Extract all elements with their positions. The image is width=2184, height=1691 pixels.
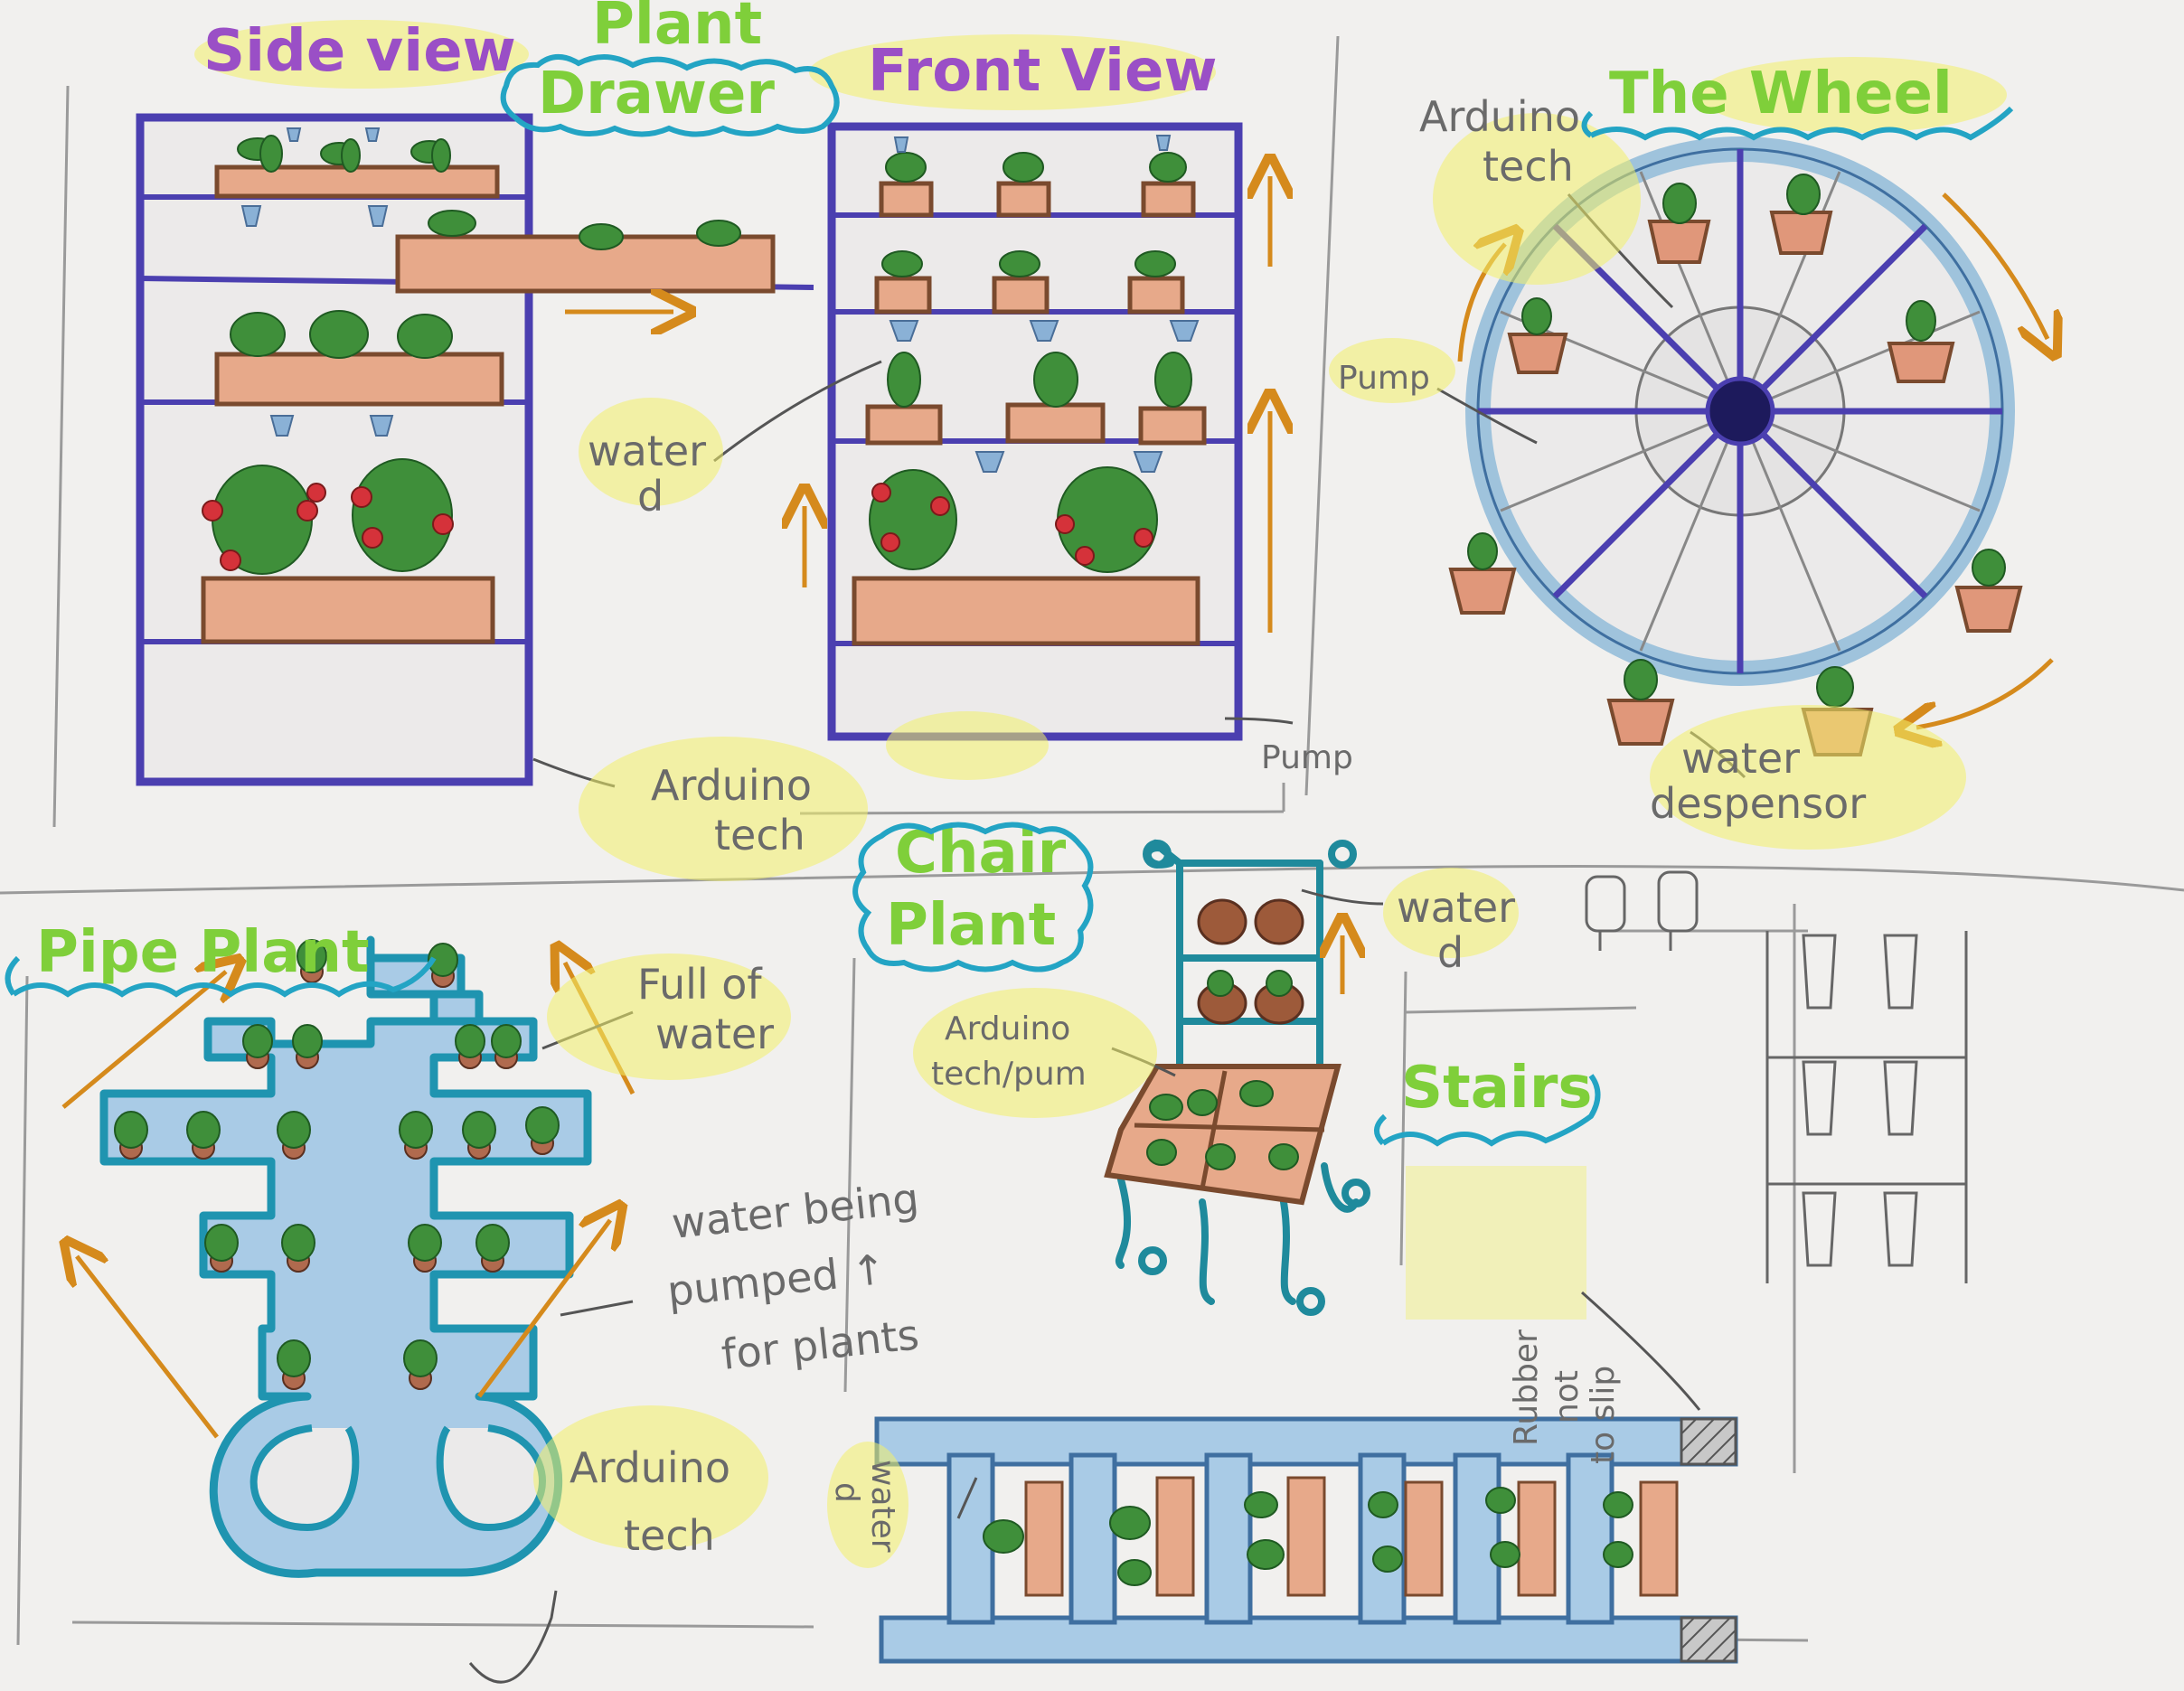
plant-sprout — [237, 135, 283, 173]
title-the-wheel: The Wheel — [1609, 61, 1953, 127]
label-pipe-pumped-2: pumped ↑ — [665, 1245, 889, 1316]
plant-sprout — [579, 223, 624, 250]
plant-sprout — [696, 220, 741, 247]
label-drawer-arduino-1: Arduino — [651, 761, 812, 810]
label-chair-arduino-2: tech/pum — [931, 1056, 1087, 1093]
plant-drawer-cloud-outline — [500, 53, 840, 137]
plant-sprout — [428, 210, 476, 237]
chair-plant-cloud-outline — [852, 822, 1094, 972]
side-view-drawer — [136, 113, 814, 786]
label-wheel-water-2: despensor — [1650, 779, 1866, 828]
label-stairs-rubber-3: to slip — [1585, 1366, 1622, 1464]
label-pipe-full-2: water — [655, 1010, 774, 1058]
plant-sprout — [410, 138, 451, 173]
label-stairs-rubber-2: not — [1549, 1370, 1586, 1423]
label-stairs-rubber-1: Rubber — [1508, 1329, 1545, 1446]
label-highlights — [194, 20, 2007, 1568]
label-stairs-water-2: d — [828, 1482, 865, 1503]
plant-sprout — [320, 138, 361, 173]
labels: water d Arduino tech Pump Arduino tech P… — [570, 92, 1866, 1560]
title-front-view: Front View — [868, 38, 1217, 105]
plant-bush — [230, 312, 286, 357]
stairs-planter — [874, 1166, 1738, 1664]
pipe-plant — [63, 940, 635, 1684]
label-pipe-full-1: Full of — [637, 960, 763, 1009]
title-plant-drawer-2: Drawer — [538, 61, 775, 127]
label-drawer-water-2: d — [637, 472, 664, 521]
plant-bush — [397, 314, 453, 359]
label-wheel-water-1: water — [1681, 734, 1800, 783]
title-plant-drawer-1: Plant — [592, 0, 762, 58]
label-chair-water-2: d — [1437, 928, 1464, 977]
panel-grid — [0, 35, 2184, 1646]
label-pipe-pumped-3: for plants — [720, 1310, 922, 1379]
label-pipe-arduino-2: tech — [624, 1511, 715, 1560]
chair-plant — [1104, 839, 1384, 1316]
titles: Side view Plant Drawer Front View The Wh… — [5, 0, 2014, 1147]
label-drawer-water-1: water — [588, 427, 706, 475]
wheel-planter — [1436, 136, 2052, 779]
title-stairs: Stairs — [1401, 1055, 1592, 1122]
label-chair-arduino-1: Arduino — [945, 1010, 1070, 1047]
plant-bush — [309, 310, 369, 359]
label-drawer-arduino-2: tech — [714, 811, 805, 860]
title-pipe-plant: Pipe Plant — [36, 919, 370, 986]
label-wheel-arduino-1: Arduino — [1419, 92, 1580, 141]
label-pipe-arduino-1: Arduino — [570, 1443, 730, 1492]
label-wheel-arduino-2: tech — [1483, 142, 1574, 191]
label-pipe-pumped-1: water being — [670, 1174, 921, 1248]
title-side-view: Side view — [203, 18, 516, 85]
label-stairs-water-1: water — [864, 1460, 901, 1553]
title-chair-plant-2: Plant — [886, 892, 1056, 959]
label-chair-water-1: water — [1397, 883, 1515, 932]
label-wheel-pump: Pump — [1338, 360, 1430, 397]
bottle-sketches — [1585, 870, 1968, 1283]
label-drawer-pump: Pump — [1261, 739, 1353, 776]
front-view-drawer — [805, 122, 1270, 741]
